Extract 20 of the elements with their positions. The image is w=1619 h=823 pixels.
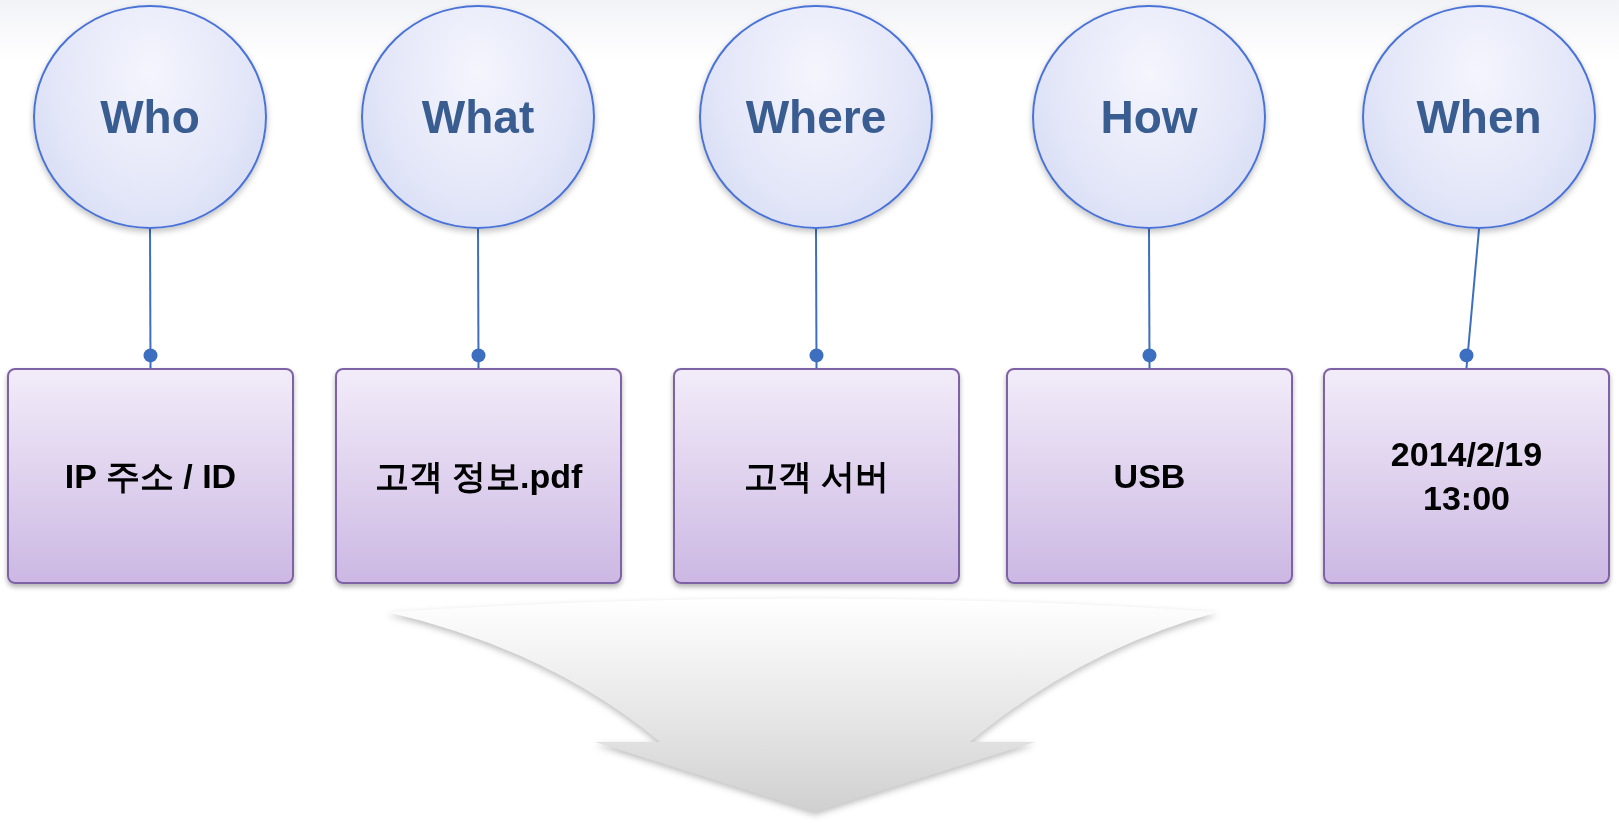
answer-box [7, 368, 294, 584]
connector-line [1459, 228, 1480, 369]
answer-box [1323, 368, 1610, 584]
answer-box [673, 368, 960, 584]
answer-box [335, 368, 622, 584]
question-word: When [1416, 90, 1542, 144]
answer-box [1006, 368, 1293, 584]
question-word: How [1100, 90, 1198, 144]
question-word: Who [100, 90, 200, 144]
answer-text: USB [1113, 455, 1186, 497]
answer-text: 고객 정보.pdf [374, 455, 583, 497]
connector-line [471, 228, 486, 369]
answer-text: 2014/2/19 13:00 [1389, 433, 1544, 519]
connector-line [809, 228, 824, 369]
answer-text: IP 주소 / ID [64, 455, 237, 497]
question-word: Where [745, 90, 887, 144]
connector-line [1142, 228, 1157, 369]
answer-text: 고객 서버 [743, 455, 890, 497]
connector-line [143, 228, 158, 369]
question-word: What [421, 90, 535, 144]
